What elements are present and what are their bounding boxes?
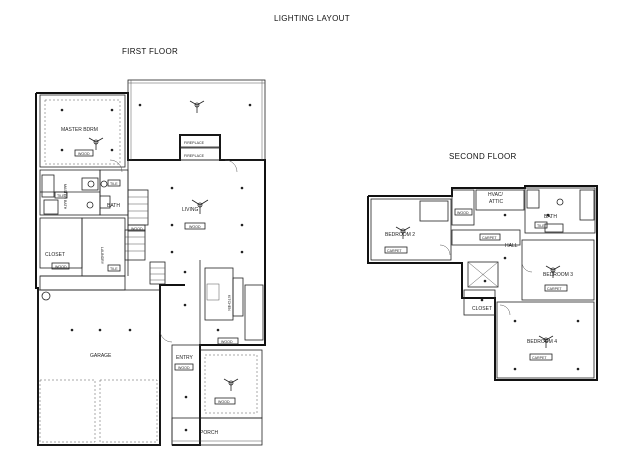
room-label-fireplace-bottom: FIREPLACE (184, 154, 205, 158)
tag-tile-laundry: TILE (110, 267, 118, 271)
tag-carpet-bedroom-3: CARPET (547, 287, 562, 291)
tag-carpet-bedroom-4: CARPET (532, 356, 547, 360)
room-label-bedroom-3: BEDROOM 3 (543, 272, 573, 278)
room-label-living: LIVING (182, 207, 199, 213)
tag-tile-bath: TILE (110, 182, 118, 186)
first-floor-heading: FIRST FLOOR (122, 47, 179, 56)
second-floor-plan: HVAC/ ATTIC BEDROOM 2 BATH HALL BEDROOM … (367, 185, 598, 381)
tag-wood-master: WOOD (78, 152, 90, 156)
room-label-bedroom-4: BEDROOM 4 (527, 339, 557, 345)
room-label-attic: ATTIC (489, 199, 503, 205)
room-label-entry: ENTRY (176, 355, 194, 361)
room-label-bedroom-2: BEDROOM 2 (385, 232, 415, 238)
room-label-fireplace-top: FIREPLACE (184, 141, 205, 145)
tag-wood-living: WOOD (189, 225, 201, 229)
tag-wood-closet: WOOD (55, 265, 67, 269)
tag-wood-kitchen: WOOD (221, 340, 233, 344)
room-label-closet: CLOSET (45, 252, 65, 258)
room-label-closet-second: CLOSET (472, 306, 492, 312)
tag-carpet-hall: CARPET (482, 236, 497, 240)
room-label-bath-second: BATH (544, 214, 557, 220)
room-label-laundry: LAUNDRY (100, 247, 104, 265)
room-label-hvac: HVAC/ (488, 192, 504, 198)
first-floor-plan: MASTER BDRM FIREPLACE FIREPLACE MASTER B… (35, 79, 266, 446)
tag-wood-stair: WOOD (131, 227, 143, 231)
room-label-garage: GARAGE (90, 353, 112, 359)
room-label-hall: HALL (505, 243, 518, 249)
room-label-master-bedroom: MASTER BDRM (61, 127, 98, 133)
tag-tile-bath: TILE (537, 224, 545, 228)
tag-tile-master-bath: TILE (57, 194, 65, 198)
tag-wood-front: WOOD (218, 400, 230, 404)
tag-wood-entry: WOOD (178, 366, 190, 370)
room-label-bath: BATH (107, 203, 120, 209)
tag-carpet-bedroom-2: CARPET (387, 249, 402, 253)
page-title: LIGHTING LAYOUT (274, 14, 350, 23)
second-floor-heading: SECOND FLOOR (449, 152, 517, 161)
room-label-kitchen: KITCHEN (227, 295, 231, 311)
tag-wood-hvac: WOOD (457, 211, 469, 215)
room-label-master-bath: MASTER BATH (63, 184, 67, 210)
room-label-porch: PORCH (200, 430, 218, 436)
